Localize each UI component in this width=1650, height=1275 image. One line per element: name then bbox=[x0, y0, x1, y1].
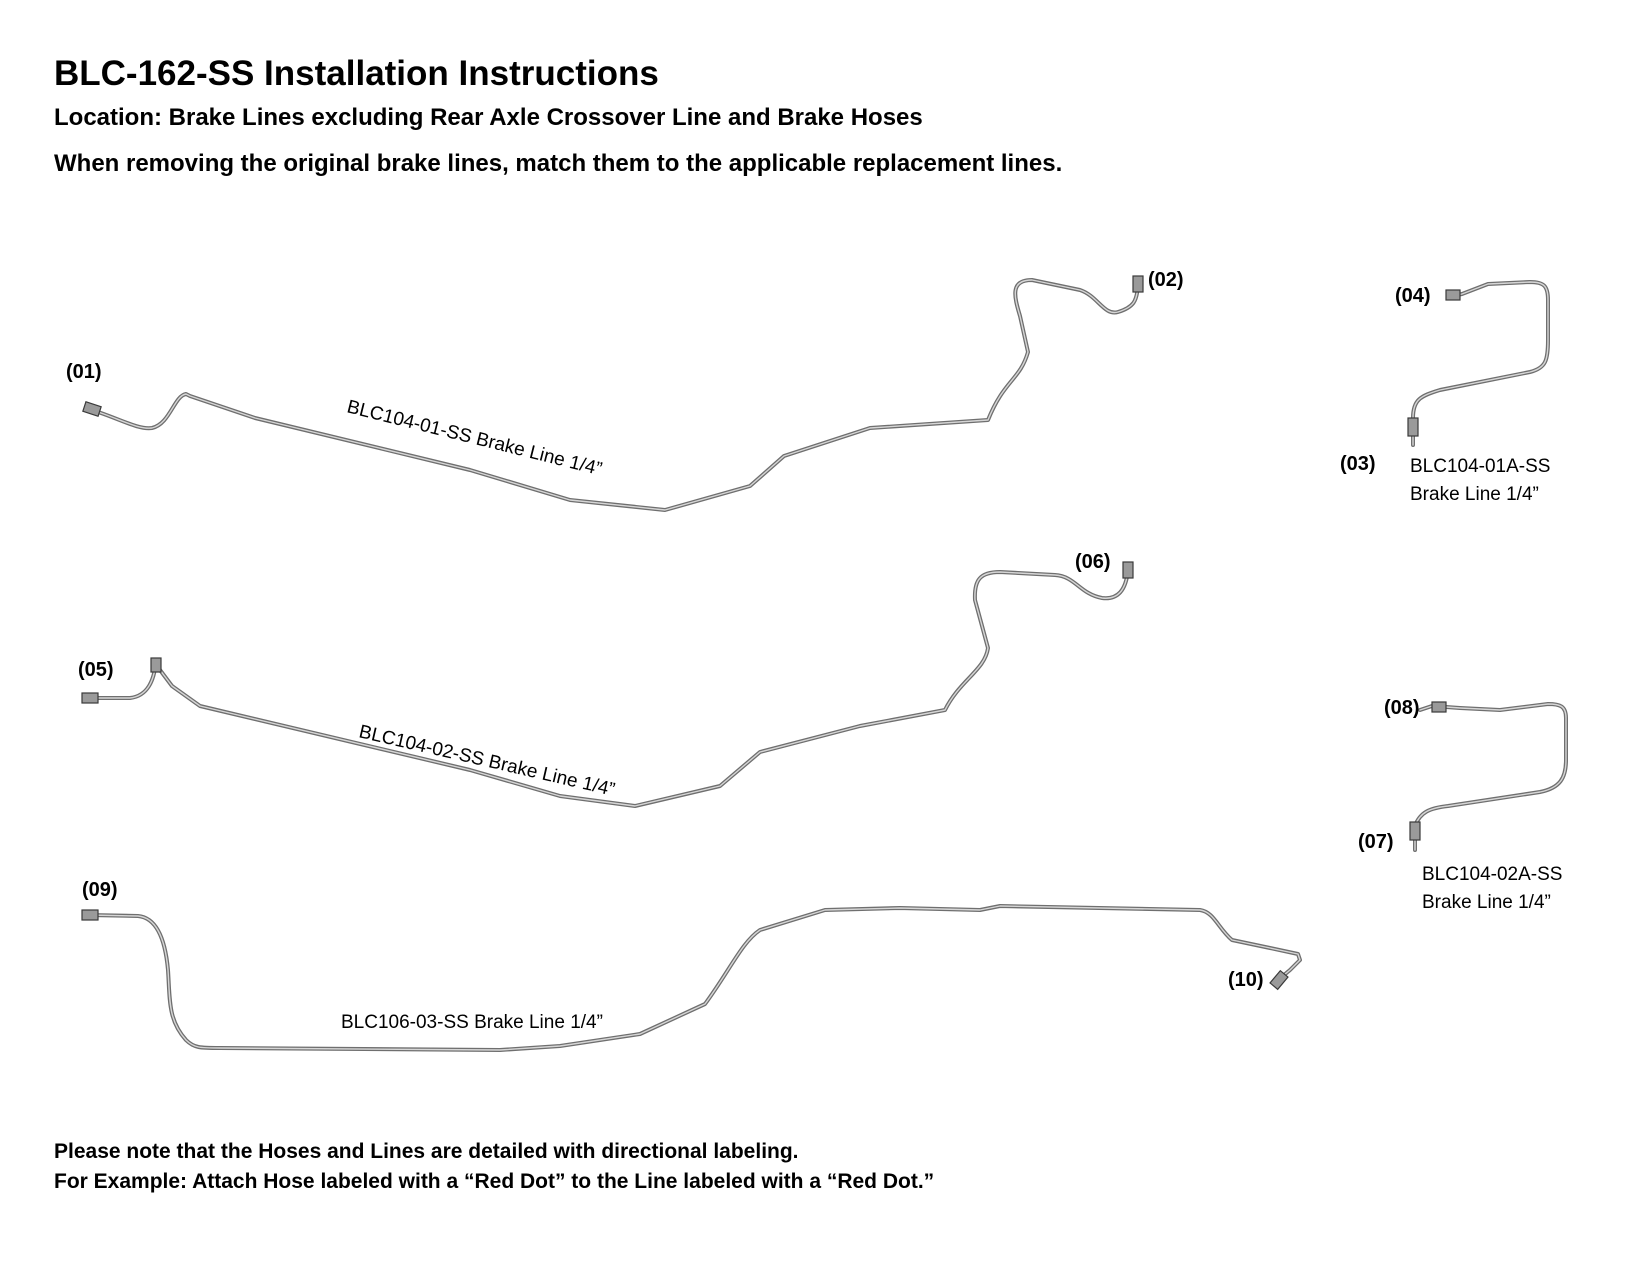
fitting-05-icon bbox=[81, 692, 99, 704]
label-blc104-02-ss: BLC104-02-SS Brake Line 1/4” bbox=[357, 721, 617, 800]
fitting-08-icon bbox=[1431, 701, 1447, 713]
brake-line-blc104-02a-ss bbox=[1409, 701, 1568, 852]
footer-note-1: Please note that the Hoses and Lines are… bbox=[54, 1140, 799, 1163]
callout-01: (01) bbox=[66, 361, 102, 383]
label-blc104-02a-ss-part: BLC104-02A-SS bbox=[1422, 864, 1562, 885]
fitting-09-icon bbox=[81, 909, 99, 921]
fitting-07-icon bbox=[1409, 821, 1421, 841]
callout-04: (04) bbox=[1395, 285, 1431, 307]
fitting-06-icon bbox=[1122, 561, 1134, 579]
callout-02: (02) bbox=[1148, 269, 1184, 291]
brake-line-blc106-03-ss bbox=[81, 904, 1302, 1052]
fitting-04-icon bbox=[1445, 289, 1461, 301]
fitting-10-icon bbox=[1269, 969, 1289, 991]
label-blc104-02a-ss-desc: Brake Line 1/4” bbox=[1422, 892, 1551, 913]
brake-line-blc104-01-ss bbox=[82, 275, 1144, 512]
label-blc104-01a-ss-desc: Brake Line 1/4” bbox=[1410, 484, 1539, 505]
page-title: BLC-162-SS Installation Instructions bbox=[54, 54, 659, 93]
location-subtitle: Location: Brake Lines excluding Rear Axl… bbox=[54, 104, 923, 131]
fitting-03-icon bbox=[1407, 417, 1419, 437]
callout-06: (06) bbox=[1075, 551, 1111, 573]
label-blc104-01-ss: BLC104-01-SS Brake Line 1/4” bbox=[345, 396, 604, 480]
brake-line-blc104-02-ss bbox=[81, 561, 1134, 808]
label-blc104-01a-ss-part: BLC104-01A-SS bbox=[1410, 456, 1550, 477]
callout-07: (07) bbox=[1358, 831, 1394, 853]
fitting-05b-icon bbox=[150, 657, 162, 673]
label-blc106-03-ss: BLC106-03-SS Brake Line 1/4” bbox=[341, 1012, 603, 1033]
fitting-01-icon bbox=[82, 401, 102, 417]
fitting-02-icon bbox=[1132, 275, 1144, 293]
callout-05: (05) bbox=[78, 659, 114, 681]
callout-03: (03) bbox=[1340, 453, 1376, 475]
callout-10: (10) bbox=[1228, 969, 1264, 991]
callout-08: (08) bbox=[1384, 697, 1420, 719]
footer-note-2: For Example: Attach Hose labeled with a … bbox=[54, 1170, 935, 1193]
brake-line-blc104-01a-ss bbox=[1407, 280, 1550, 447]
removal-instruction: When removing the original brake lines, … bbox=[54, 150, 1063, 177]
callout-09: (09) bbox=[82, 879, 118, 901]
